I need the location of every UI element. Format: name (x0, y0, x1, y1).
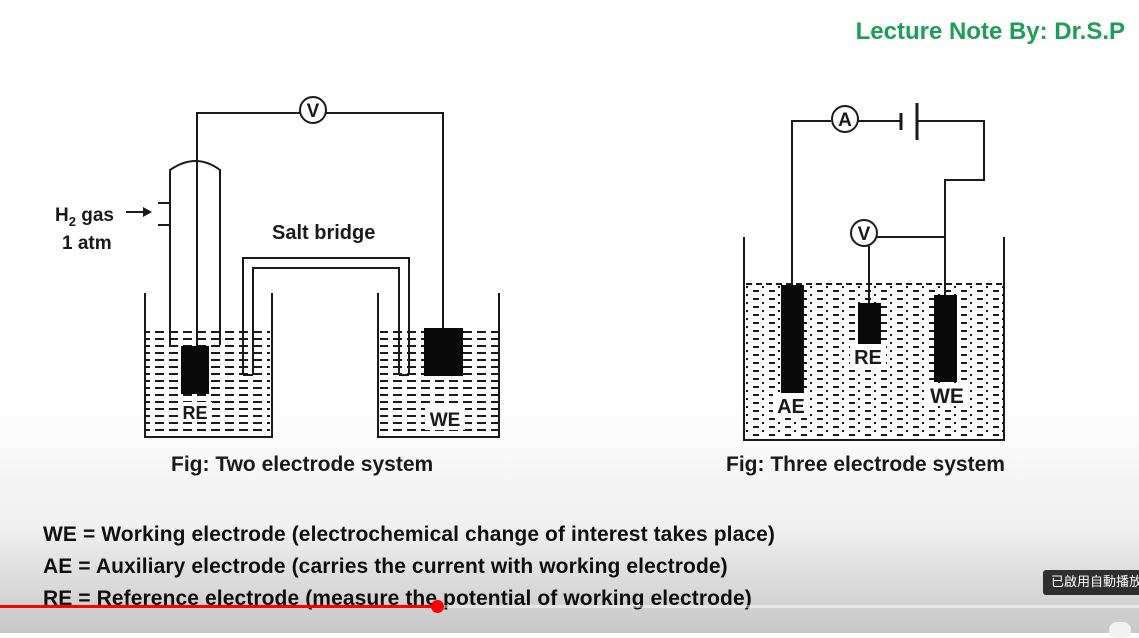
re-label-three: RE (854, 347, 882, 369)
hydrogen-electrode-tube (169, 160, 221, 345)
voltmeter-three-label: V (858, 224, 871, 245)
auxiliary-electrode (781, 285, 804, 393)
working-electrode-three (934, 295, 957, 382)
reference-electrode-three (858, 303, 881, 344)
ae-label: AE (777, 396, 805, 418)
progress-played (0, 605, 437, 608)
right-beaker (377, 293, 500, 438)
we-label-three: WE (930, 385, 964, 408)
voltmeter-three (850, 219, 878, 247)
salt-bridge-inner (252, 267, 400, 375)
left-beaker (144, 293, 273, 438)
beaker-three (743, 237, 1005, 441)
legend-we: WE = Working electrode (electrochemical … (43, 523, 776, 546)
progress-track[interactable] (0, 605, 1139, 608)
reference-electrode-two (181, 346, 209, 394)
wire-right (326, 112, 444, 328)
autoplay-tooltip: 已啟用自動播放 (1043, 570, 1139, 595)
autoplay-toggle[interactable] (1109, 622, 1131, 638)
salt-bridge-outer (242, 257, 410, 375)
wire-ae (791, 120, 831, 285)
ammeter (831, 105, 859, 133)
voltmeter-two (299, 96, 327, 124)
we-label-two: WE (430, 410, 461, 431)
gas-pressure-label: 1 atm (62, 233, 112, 254)
caption-two-electrode: Fig: Two electrode system (171, 453, 434, 476)
working-electrode-two (424, 328, 463, 376)
gas-label: H2 gas (55, 205, 114, 229)
caption-three-electrode: Fig: Three electrode system (726, 453, 1005, 476)
ammeter-label: A (838, 110, 852, 131)
legend-re: RE = Reference electrode (measure the po… (43, 587, 752, 610)
wire-we (917, 120, 985, 295)
voltmeter-two-label: V (307, 101, 320, 122)
wire-left (196, 112, 300, 346)
re-label-two: RE (182, 403, 207, 423)
author-credit: Lecture Note By: Dr.S.P (855, 18, 1125, 45)
salt-bridge-label: Salt bridge (272, 222, 375, 244)
two-electrode-diagram: V H2 gas 1 atm Salt bridge RE WE (55, 96, 500, 438)
legend-ae: AE = Auxiliary electrode (carries the cu… (43, 555, 728, 578)
progress-scrubber[interactable] (431, 600, 444, 613)
three-electrode-diagram: A V AE RE WE (743, 103, 1005, 441)
